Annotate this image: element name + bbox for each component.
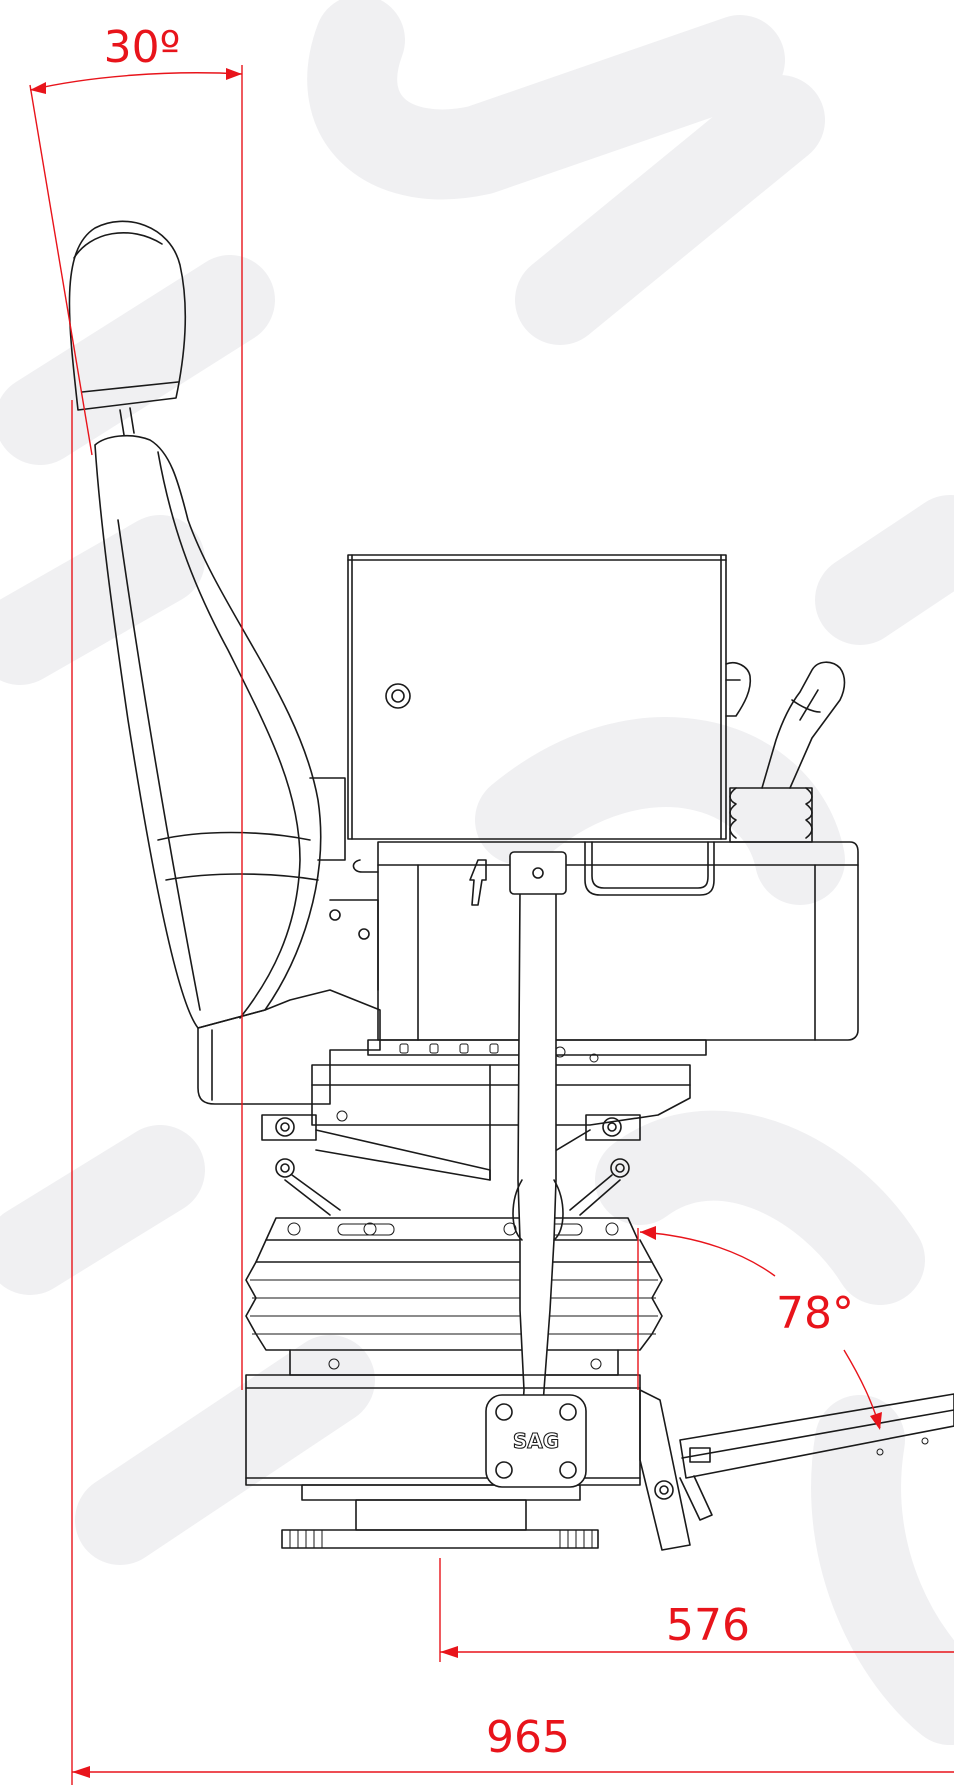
control-box	[347, 554, 727, 840]
joystick-left	[725, 661, 752, 717]
backrest	[94, 434, 322, 1029]
backrest-angle-label: 30º	[104, 22, 181, 73]
background-watermark	[0, 0, 954, 1745]
joystick-right	[729, 661, 846, 843]
brand-logo-text: SAG	[513, 1429, 559, 1453]
dimension-labels: 30º 78° 576 965	[104, 22, 854, 1763]
base-rail-teeth	[289, 1530, 593, 1548]
dimension-lines	[29, 65, 954, 1785]
steering-column	[509, 851, 567, 1421]
headrest	[68, 220, 186, 436]
scissor-mechanism	[261, 1114, 641, 1216]
brand-plate: SAG	[485, 1394, 587, 1488]
overall-width-label: 965	[486, 1712, 570, 1763]
seat-mount-plate	[311, 1039, 707, 1181]
foot-platform	[639, 1389, 954, 1551]
platform-angle-label: 78°	[776, 1288, 854, 1339]
control-base-tray	[352, 841, 859, 1041]
reach-dimension-label: 576	[666, 1600, 750, 1651]
seat-base	[245, 1374, 641, 1549]
